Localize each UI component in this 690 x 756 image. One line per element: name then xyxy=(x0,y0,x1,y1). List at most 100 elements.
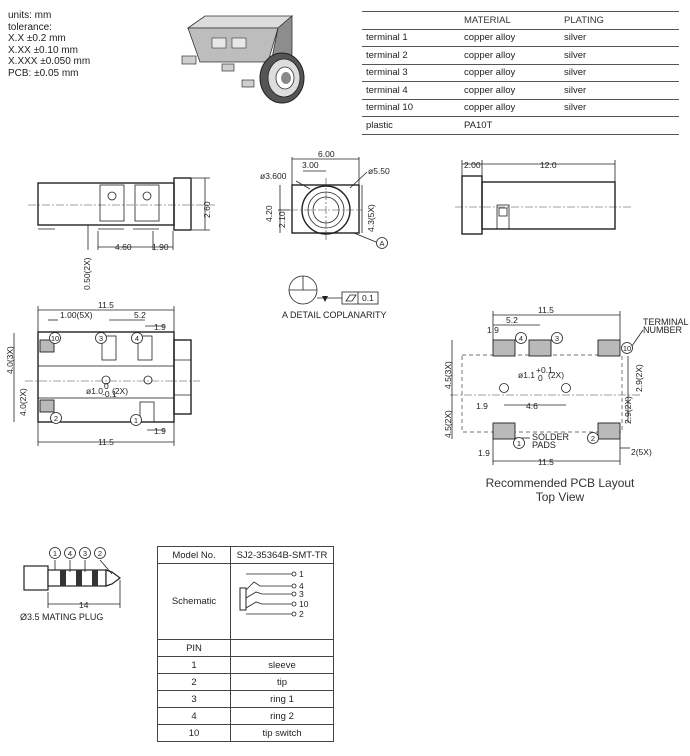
pin-number: 1 xyxy=(134,416,138,425)
schematic-pin: 2 xyxy=(299,609,304,619)
schematic-pin: 1 xyxy=(299,569,304,579)
pin-number: 2 xyxy=(54,414,58,423)
solder-pads-label: SOLDER xyxy=(532,432,570,442)
material-material: copper alloy xyxy=(460,64,560,82)
pin-number: 4 xyxy=(135,334,139,343)
front-view: 6.00 3.00 ø3.600 ø5.50 4.20 2.10 4.3(5X)… xyxy=(260,149,390,249)
dim-label: 1.9 xyxy=(487,325,499,335)
jack-3d-render xyxy=(181,15,305,104)
dim-label: 1.90 xyxy=(152,242,169,252)
plug-caption: Ø3.5 MATING PLUG xyxy=(20,612,103,622)
plug-pin-number: 4 xyxy=(68,549,72,558)
hole-label: ø1.0 xyxy=(86,386,103,396)
hole-tolerance: -0.1 xyxy=(102,389,117,399)
dim-label: 12.0 xyxy=(540,160,557,170)
dim-label: 5.2 xyxy=(506,315,518,325)
pin-number: 2 xyxy=(157,673,231,691)
material-header-row: MATERIAL PLATING xyxy=(362,11,679,30)
material-material: copper alloy xyxy=(460,29,560,47)
pin-function: tip xyxy=(230,673,334,691)
dim-label: ø5.50 xyxy=(368,166,390,176)
material-part: terminal 2 xyxy=(362,46,460,65)
dim-label: 0.50(2X) xyxy=(82,257,92,290)
dim-label: 5.2 xyxy=(134,310,146,320)
schematic-label: Schematic xyxy=(157,563,231,640)
hole-tolerance: +0.1 xyxy=(536,365,553,375)
dim-label: 4.6 xyxy=(526,401,538,411)
dim-label: 11.5 xyxy=(98,437,114,447)
dim-label: ø3.600 xyxy=(260,171,287,181)
detail-caption: A DETAIL COPLANARITY xyxy=(282,310,387,320)
pin-number: 4 xyxy=(519,334,523,343)
dim-label: 11.5 xyxy=(538,457,554,467)
tolerance-line: X.XX ±0.10 mm xyxy=(8,44,78,56)
pcb-caption-line: Recommended PCB Layout xyxy=(485,476,635,490)
hole-tolerance: 0 xyxy=(104,381,109,391)
schematic-row: Schematic 1 4 3 10 xyxy=(157,563,334,640)
material-plating xyxy=(560,116,679,135)
hole-label: ø1.1 xyxy=(518,370,535,380)
coplanarity-value: 0.1 xyxy=(362,293,374,303)
pin-number: 3 xyxy=(555,334,559,343)
top-view: 11.5 1.00(5X) 5.2 1.9 4.0(3X) 4.0(2X) 11… xyxy=(5,300,200,447)
hole-tolerance: 0 xyxy=(538,373,543,383)
material-header-part xyxy=(362,11,460,30)
material-plating: silver xyxy=(560,29,679,47)
pin-number: 1 xyxy=(517,439,521,448)
hole-count: (2X) xyxy=(112,386,128,396)
tolerance-line: X.XXX ±0.050 mm xyxy=(8,56,91,67)
pcb-layout-caption: Recommended PCB Layout Top View xyxy=(470,476,650,504)
dim-label: 1.9 xyxy=(478,448,490,458)
schematic-pin: 4 xyxy=(299,581,304,591)
material-part: plastic xyxy=(362,116,460,135)
model-value: SJ2-35364B-SMT-TR xyxy=(230,546,334,564)
dim-label: 4.0(3X) xyxy=(5,346,15,374)
model-table: Model No. SJ2-35364B-SMT-TR Schematic xyxy=(157,546,334,742)
dim-label: 4.3(5X) xyxy=(366,204,376,232)
dim-label: 11.5 xyxy=(98,300,114,310)
pin-number: 3 xyxy=(99,334,103,343)
pin-number: 2 xyxy=(591,434,595,443)
dim-label: 3.00 xyxy=(302,160,319,170)
pin-function: ring 2 xyxy=(230,707,334,725)
material-plating: silver xyxy=(560,64,679,82)
terminal-number-label: TERMINAL xyxy=(643,317,689,327)
material-header-material: MATERIAL xyxy=(460,11,560,30)
pin-function: tip switch xyxy=(230,724,334,742)
pin-header-row: PIN xyxy=(157,639,334,657)
dim-label: 1.9 xyxy=(154,426,166,436)
dim-label: 1.9 xyxy=(154,322,166,332)
tolerance-line: X.X ±0.2 mm xyxy=(8,33,66,44)
tolerance-line: PCB: ±0.05 mm xyxy=(8,67,79,79)
pin-number: 10 xyxy=(157,724,231,742)
plug-dim: 14 xyxy=(79,600,89,610)
tolerance-line: tolerance: xyxy=(8,21,52,33)
detail-a: 0.1 A DETAIL COPLANARITY xyxy=(282,275,387,320)
pin-number: 10 xyxy=(51,334,59,343)
pcb-caption-line: Top View xyxy=(535,490,585,504)
dim-label: 2.60 xyxy=(202,201,212,218)
material-material: copper alloy xyxy=(460,99,560,117)
pin-header-blank xyxy=(230,639,334,657)
dim-label: 4.20 xyxy=(264,205,274,222)
side-view: 4.60 1.90 2.60 0.50(2X) xyxy=(28,177,215,290)
model-label: Model No. xyxy=(157,546,231,564)
tolerance-line: units: mm xyxy=(8,10,52,21)
dim-label: 11.5 xyxy=(538,305,554,315)
dim-label: 1.9 xyxy=(476,401,488,411)
solder-pads-label: PADS xyxy=(532,440,556,450)
material-header-plating: PLATING xyxy=(560,11,679,30)
pin-header: PIN xyxy=(157,639,231,657)
material-material: copper alloy xyxy=(460,81,560,100)
dim-label: 4.0(2X) xyxy=(18,388,28,416)
model-row: Model No. SJ2-35364B-SMT-TR xyxy=(157,546,334,564)
